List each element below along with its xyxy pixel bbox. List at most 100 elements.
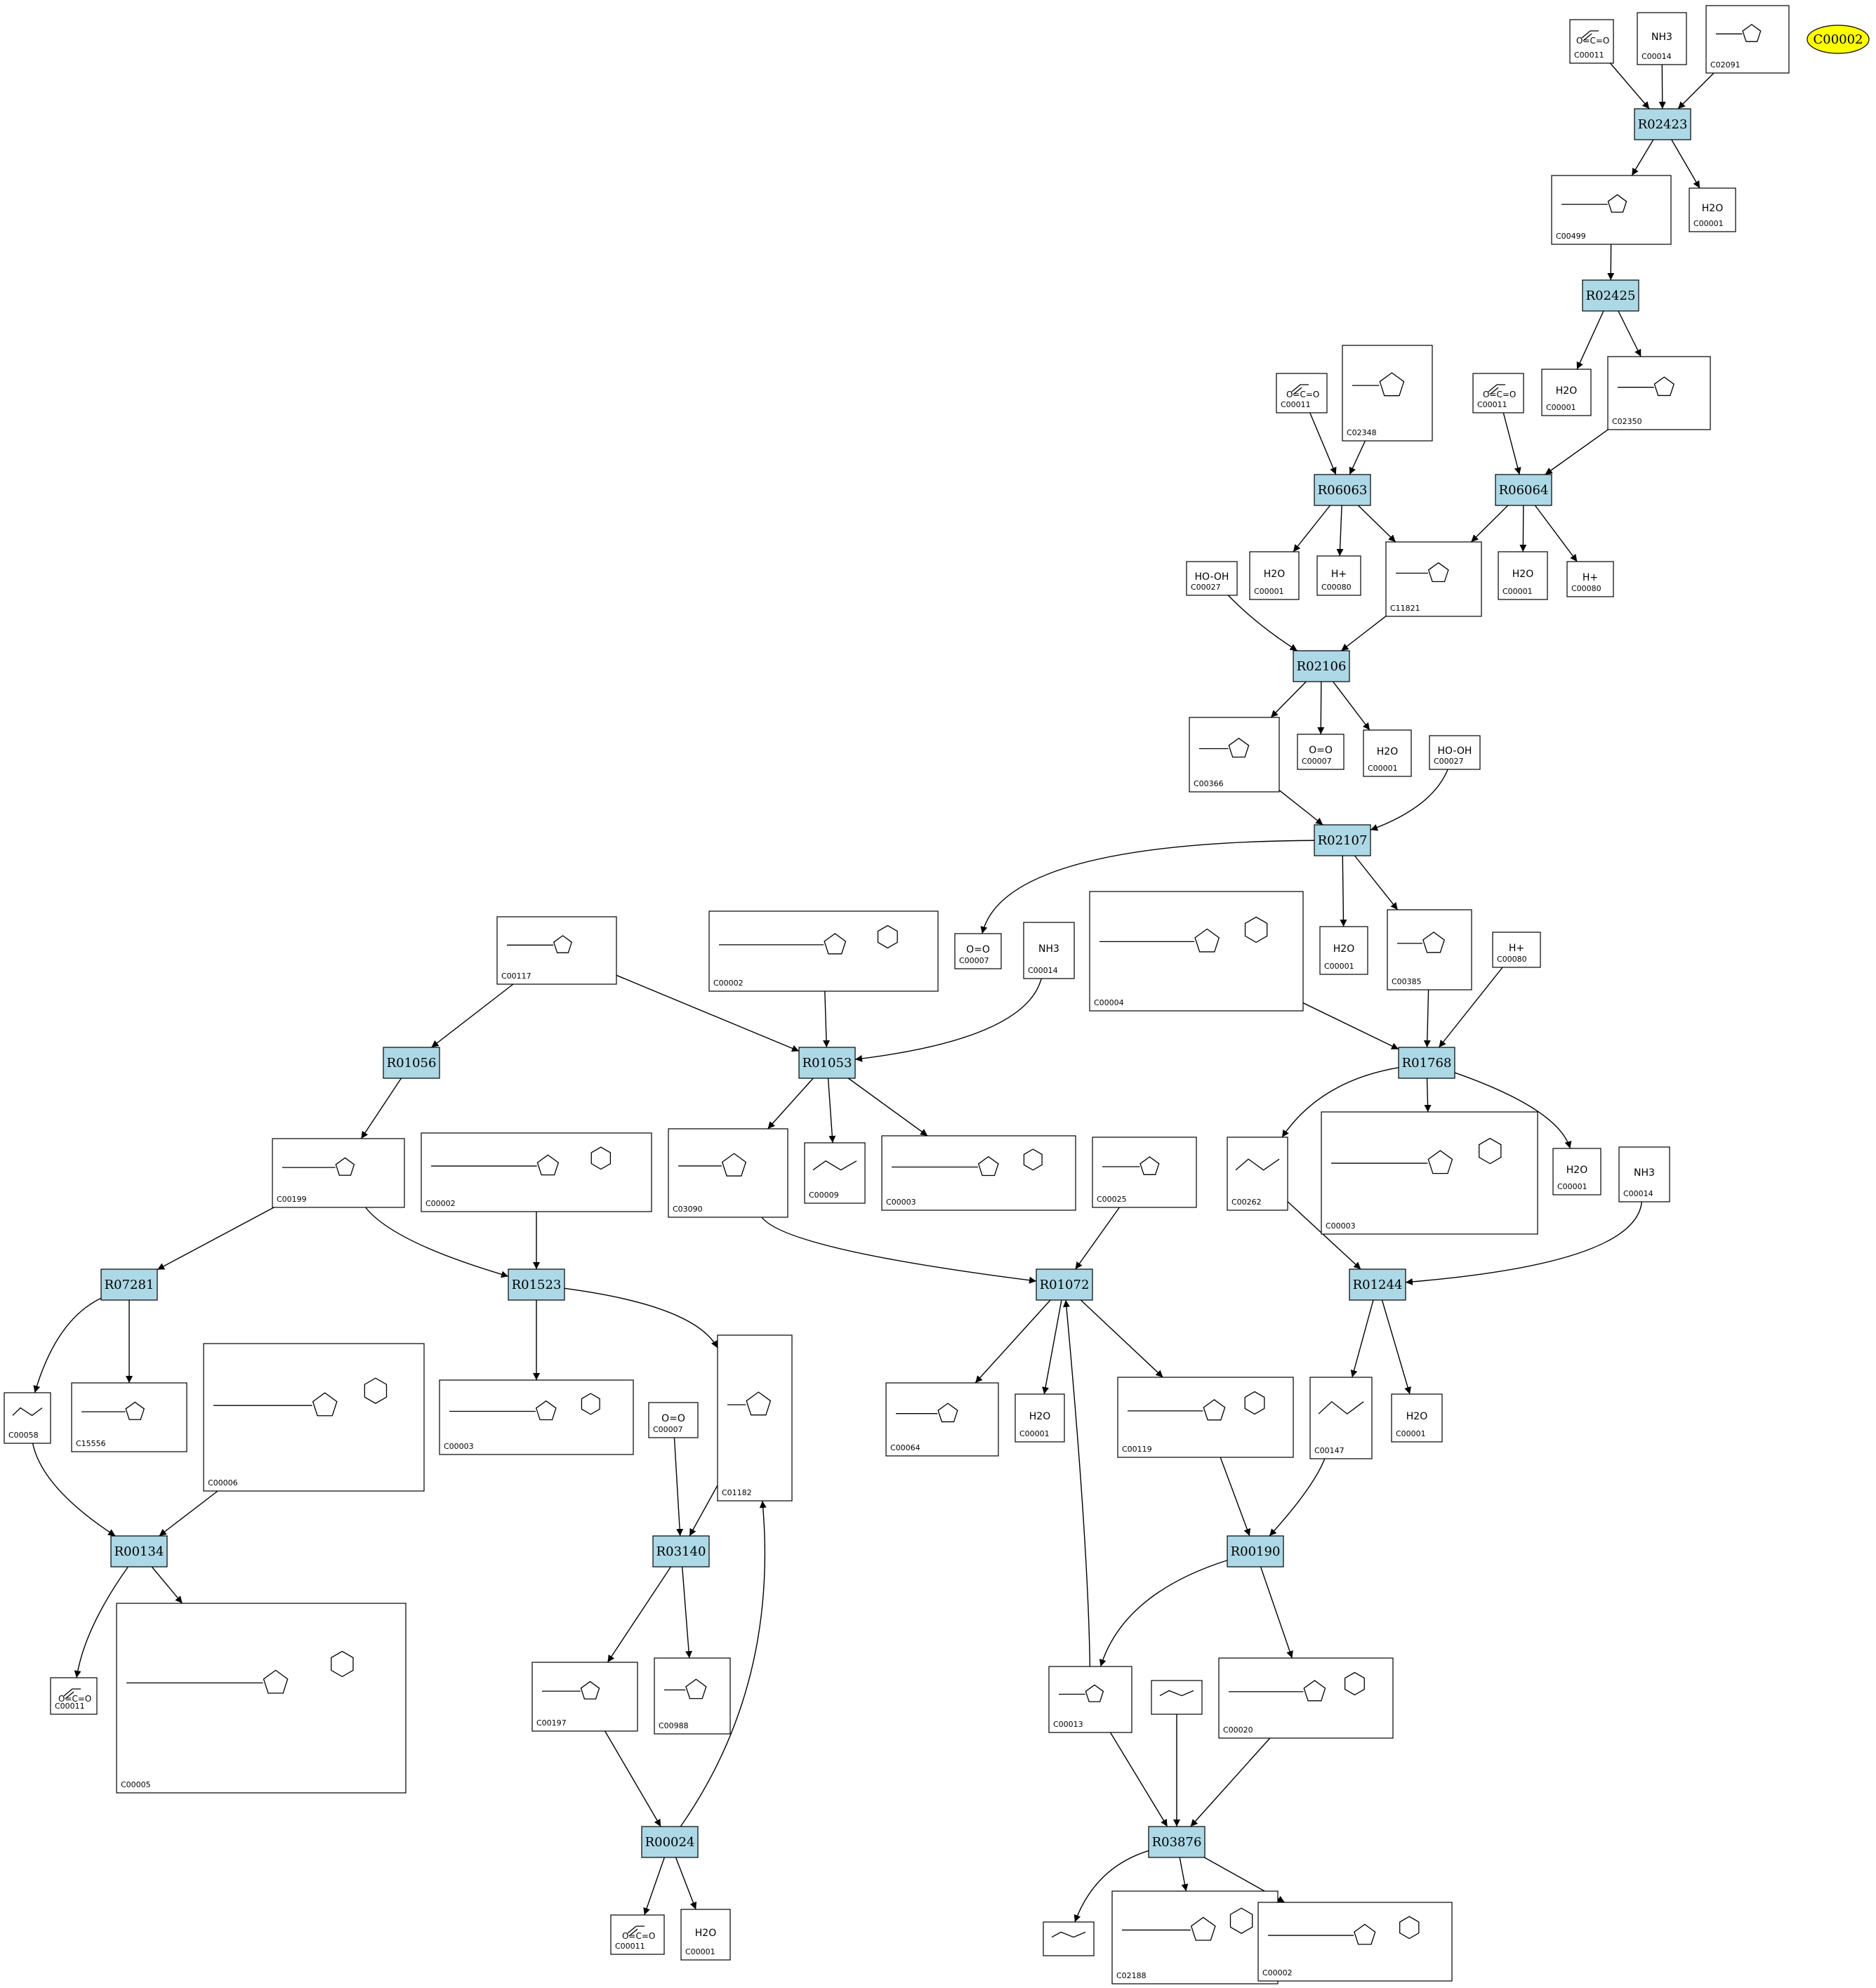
compound-c02350[interactable]: C02350 [1607,356,1711,430]
edge-c38-R01244 [1405,1201,1643,1285]
compound-c01182[interactable]: C01182 [717,1334,793,1502]
structure-glyph: H+ [1583,572,1598,583]
reaction-node-r01053[interactable]: R01053 [798,1047,856,1079]
structure-glyph [1318,1400,1364,1415]
reaction-node-r00024[interactable]: R00024 [641,1826,699,1858]
compound-c00385[interactable]: C00385 [1387,909,1472,990]
reaction-node-r02425[interactable]: R02425 [1582,279,1639,312]
compound-box [648,1402,699,1438]
compound-c00003[interactable]: C00003 [1321,1111,1538,1235]
compound-unlabeled[interactable] [1043,1921,1095,1956]
structure-glyph [81,1401,145,1420]
compound-c11821[interactable]: C11821 [1385,541,1482,617]
highlight-node-c00002[interactable]: C00002 [1806,25,1870,54]
reaction-node-r01768[interactable]: R01768 [1398,1047,1455,1079]
compound-c00002[interactable]: C00002 [708,910,939,992]
compound-c00197[interactable]: C00197 [531,1662,638,1732]
compound-c00119[interactable]: C00119 [1117,1377,1294,1458]
compound-c00006[interactable]: C00006 [203,1343,425,1492]
reaction-node-r01244[interactable]: R01244 [1349,1268,1406,1301]
compound-code: C00385 [1392,977,1422,986]
compound-c00366[interactable]: C00366 [1189,717,1280,793]
compound-c00262[interactable]: C00262 [1227,1137,1288,1211]
compound-code: C00002 [425,1199,456,1208]
reaction-node-r06064[interactable]: R06064 [1495,474,1552,506]
compound-c15556[interactable]: C15556 [71,1382,187,1452]
compound-c00004[interactable]: C00004 [1089,891,1304,1012]
edges [32,62,1715,1923]
reaction-node-r02423[interactable]: R02423 [1634,108,1691,140]
compound-unlabeled[interactable] [1151,1680,1203,1715]
compound-c00025[interactable]: C00025 [1092,1137,1197,1208]
compound-code: C00013 [1053,1720,1083,1729]
compound-c00064[interactable]: C00064 [885,1382,999,1457]
compound-c00988[interactable]: C00988 [654,1657,731,1735]
compound-c00002[interactable]: C00002 [1257,1902,1453,1982]
compound-c02091[interactable]: C02091 [1705,5,1790,74]
compound-c00013[interactable]: C00013 [1048,1666,1132,1733]
compound-c00058[interactable]: C00058 [4,1392,51,1444]
compound-c00003[interactable]: C00003 [439,1379,634,1455]
reaction-node-r01072[interactable]: R01072 [1036,1268,1093,1301]
compound-c00199[interactable]: C00199 [272,1138,405,1208]
compound-c02348[interactable]: C02348 [1342,345,1433,442]
reaction-box [1036,1268,1093,1301]
compound-c03090[interactable]: C03090 [668,1128,788,1218]
compound-c00499[interactable]: C00499 [1551,175,1672,245]
compound-c02188[interactable]: C02188 [1111,1890,1279,1984]
formula-text: H2O [1029,1411,1050,1422]
compound-c00002[interactable]: C00002 [421,1132,652,1212]
compound-c00117[interactable]: C00117 [496,916,617,985]
compound-code: C00262 [1231,1198,1262,1207]
compound-c00147[interactable]: C00147 [1309,1377,1373,1459]
compound-c00020[interactable]: C00020 [1218,1657,1394,1739]
reaction-node-r00190[interactable]: R00190 [1227,1535,1284,1568]
compound-code: C00197 [536,1718,567,1728]
reaction-node-r01056[interactable]: R01056 [383,1047,440,1079]
structure-glyph: O=C=O [622,1926,655,1941]
reaction-node-r07281[interactable]: R07281 [100,1268,158,1301]
reaction-node-r01523[interactable]: R01523 [508,1268,565,1301]
reaction-node-r03876[interactable]: R03876 [1148,1826,1205,1858]
reaction-node-r00134[interactable]: R00134 [110,1535,168,1568]
compound-c00009[interactable]: C00009 [804,1142,866,1204]
reaction-node-r02106[interactable]: R02106 [1293,650,1350,682]
compound-code: C00001 [1254,587,1284,596]
compound-box [1189,717,1280,793]
compound-c00003[interactable]: C00003 [881,1135,1076,1211]
reaction-label: R01523 [512,1278,562,1292]
reaction-node-r03140[interactable]: R03140 [652,1535,710,1568]
compound-box [439,1379,634,1455]
compound-c00005[interactable]: C00005 [116,1603,407,1794]
reaction-node-r06063[interactable]: R06063 [1314,474,1371,506]
structure-glyph [1716,24,1762,42]
reaction-node-r02107[interactable]: R02107 [1314,824,1371,856]
